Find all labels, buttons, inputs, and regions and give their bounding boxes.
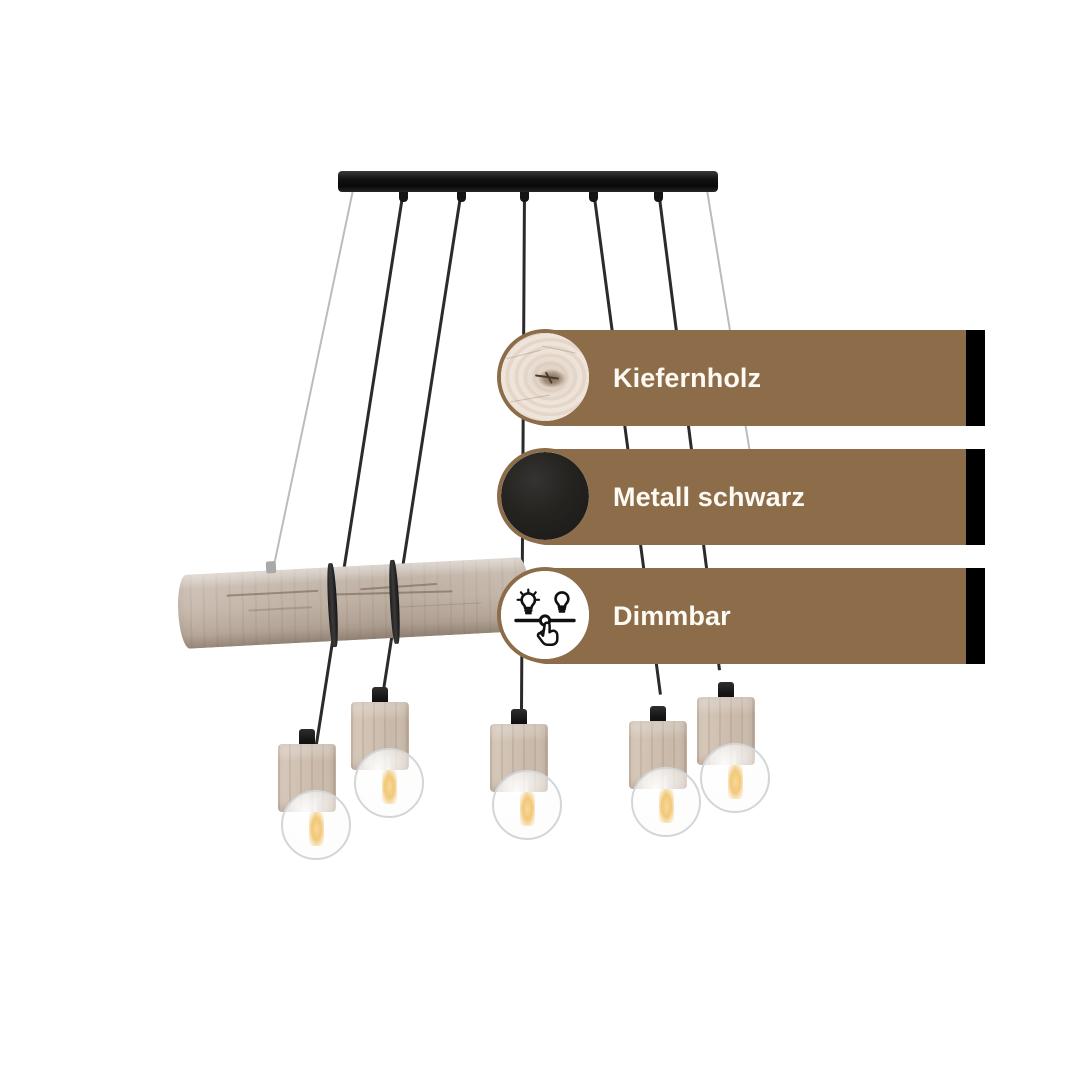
feature-badge-dimmbar[interactable]: Dimmbar xyxy=(497,567,1004,664)
lampe-5-filament xyxy=(728,765,743,799)
badge-bar xyxy=(501,449,985,545)
feature-badge-metall-schwarz[interactable]: Metall schwarz xyxy=(497,448,1004,545)
lampe-4-cap xyxy=(650,706,666,723)
lampe-2-cap xyxy=(372,687,388,704)
badge-bar xyxy=(501,568,985,664)
metal-band xyxy=(387,559,402,645)
power-cable xyxy=(314,189,406,751)
badge-endcap xyxy=(966,568,985,664)
suspension-wire xyxy=(272,189,354,571)
lampe-4-filament xyxy=(659,789,674,823)
cable-outlet xyxy=(654,189,663,202)
ceiling-canopy-bar xyxy=(338,171,718,192)
metal-band xyxy=(325,562,340,648)
cable-outlet xyxy=(589,189,598,202)
wood-grain-swatch-icon xyxy=(497,329,593,425)
lampe-5-cap xyxy=(718,682,734,699)
cable-outlet xyxy=(399,189,408,202)
badge-label: Metall schwarz xyxy=(613,482,805,512)
lampe-3-cap xyxy=(511,709,527,726)
lampe-3-filament xyxy=(520,792,535,826)
lampe-2-filament xyxy=(382,770,397,804)
lampe-1-cap xyxy=(299,729,315,746)
cable-outlet xyxy=(520,189,529,202)
black-circle-swatch-icon xyxy=(497,448,593,544)
dimmer-slider-icon xyxy=(497,567,593,663)
badge-endcap xyxy=(966,449,985,545)
feature-badge-kiefernholz[interactable]: Kiefernholz xyxy=(497,329,1004,426)
lampe-3-bulb xyxy=(492,770,562,840)
cable-outlet xyxy=(457,189,466,202)
wire-clip xyxy=(265,561,277,574)
lampe-1-filament xyxy=(309,812,324,846)
wooden-beam xyxy=(176,556,532,650)
badge-endcap xyxy=(966,330,985,426)
badge-bar xyxy=(501,330,985,426)
badge-label: Kiefernholz xyxy=(613,363,762,393)
badge-label: Dimmbar xyxy=(613,601,731,631)
